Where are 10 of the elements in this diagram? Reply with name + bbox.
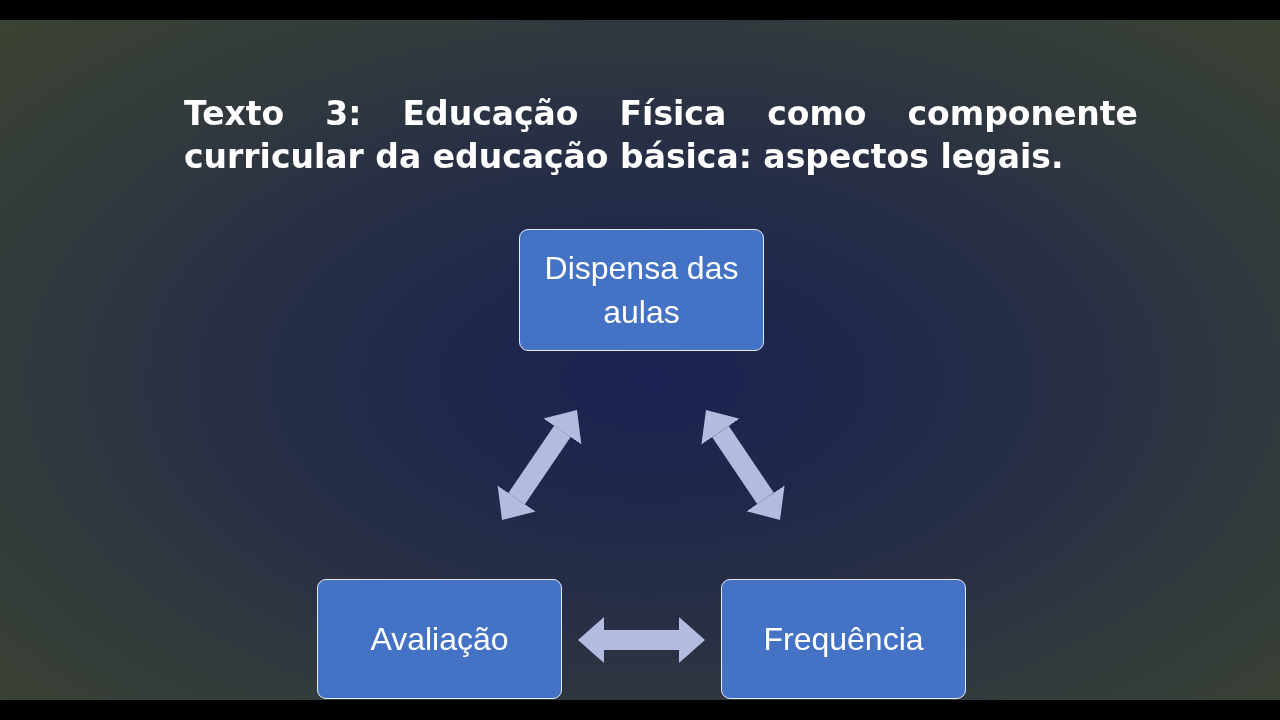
double-arrow	[497, 410, 582, 520]
process-box	[317, 579, 562, 699]
box-label: Dispensa das aulas	[543, 249, 740, 332]
process-box	[721, 579, 966, 699]
slide-title: Texto 3: Educação Física como componente curricular da educação básica: aspectos legais.	[184, 93, 1138, 178]
box-label: Avaliação	[370, 620, 509, 659]
process-box	[519, 229, 764, 351]
double-arrow	[578, 617, 705, 663]
box-label: Frequência	[763, 620, 924, 659]
double-arrow	[701, 410, 785, 520]
